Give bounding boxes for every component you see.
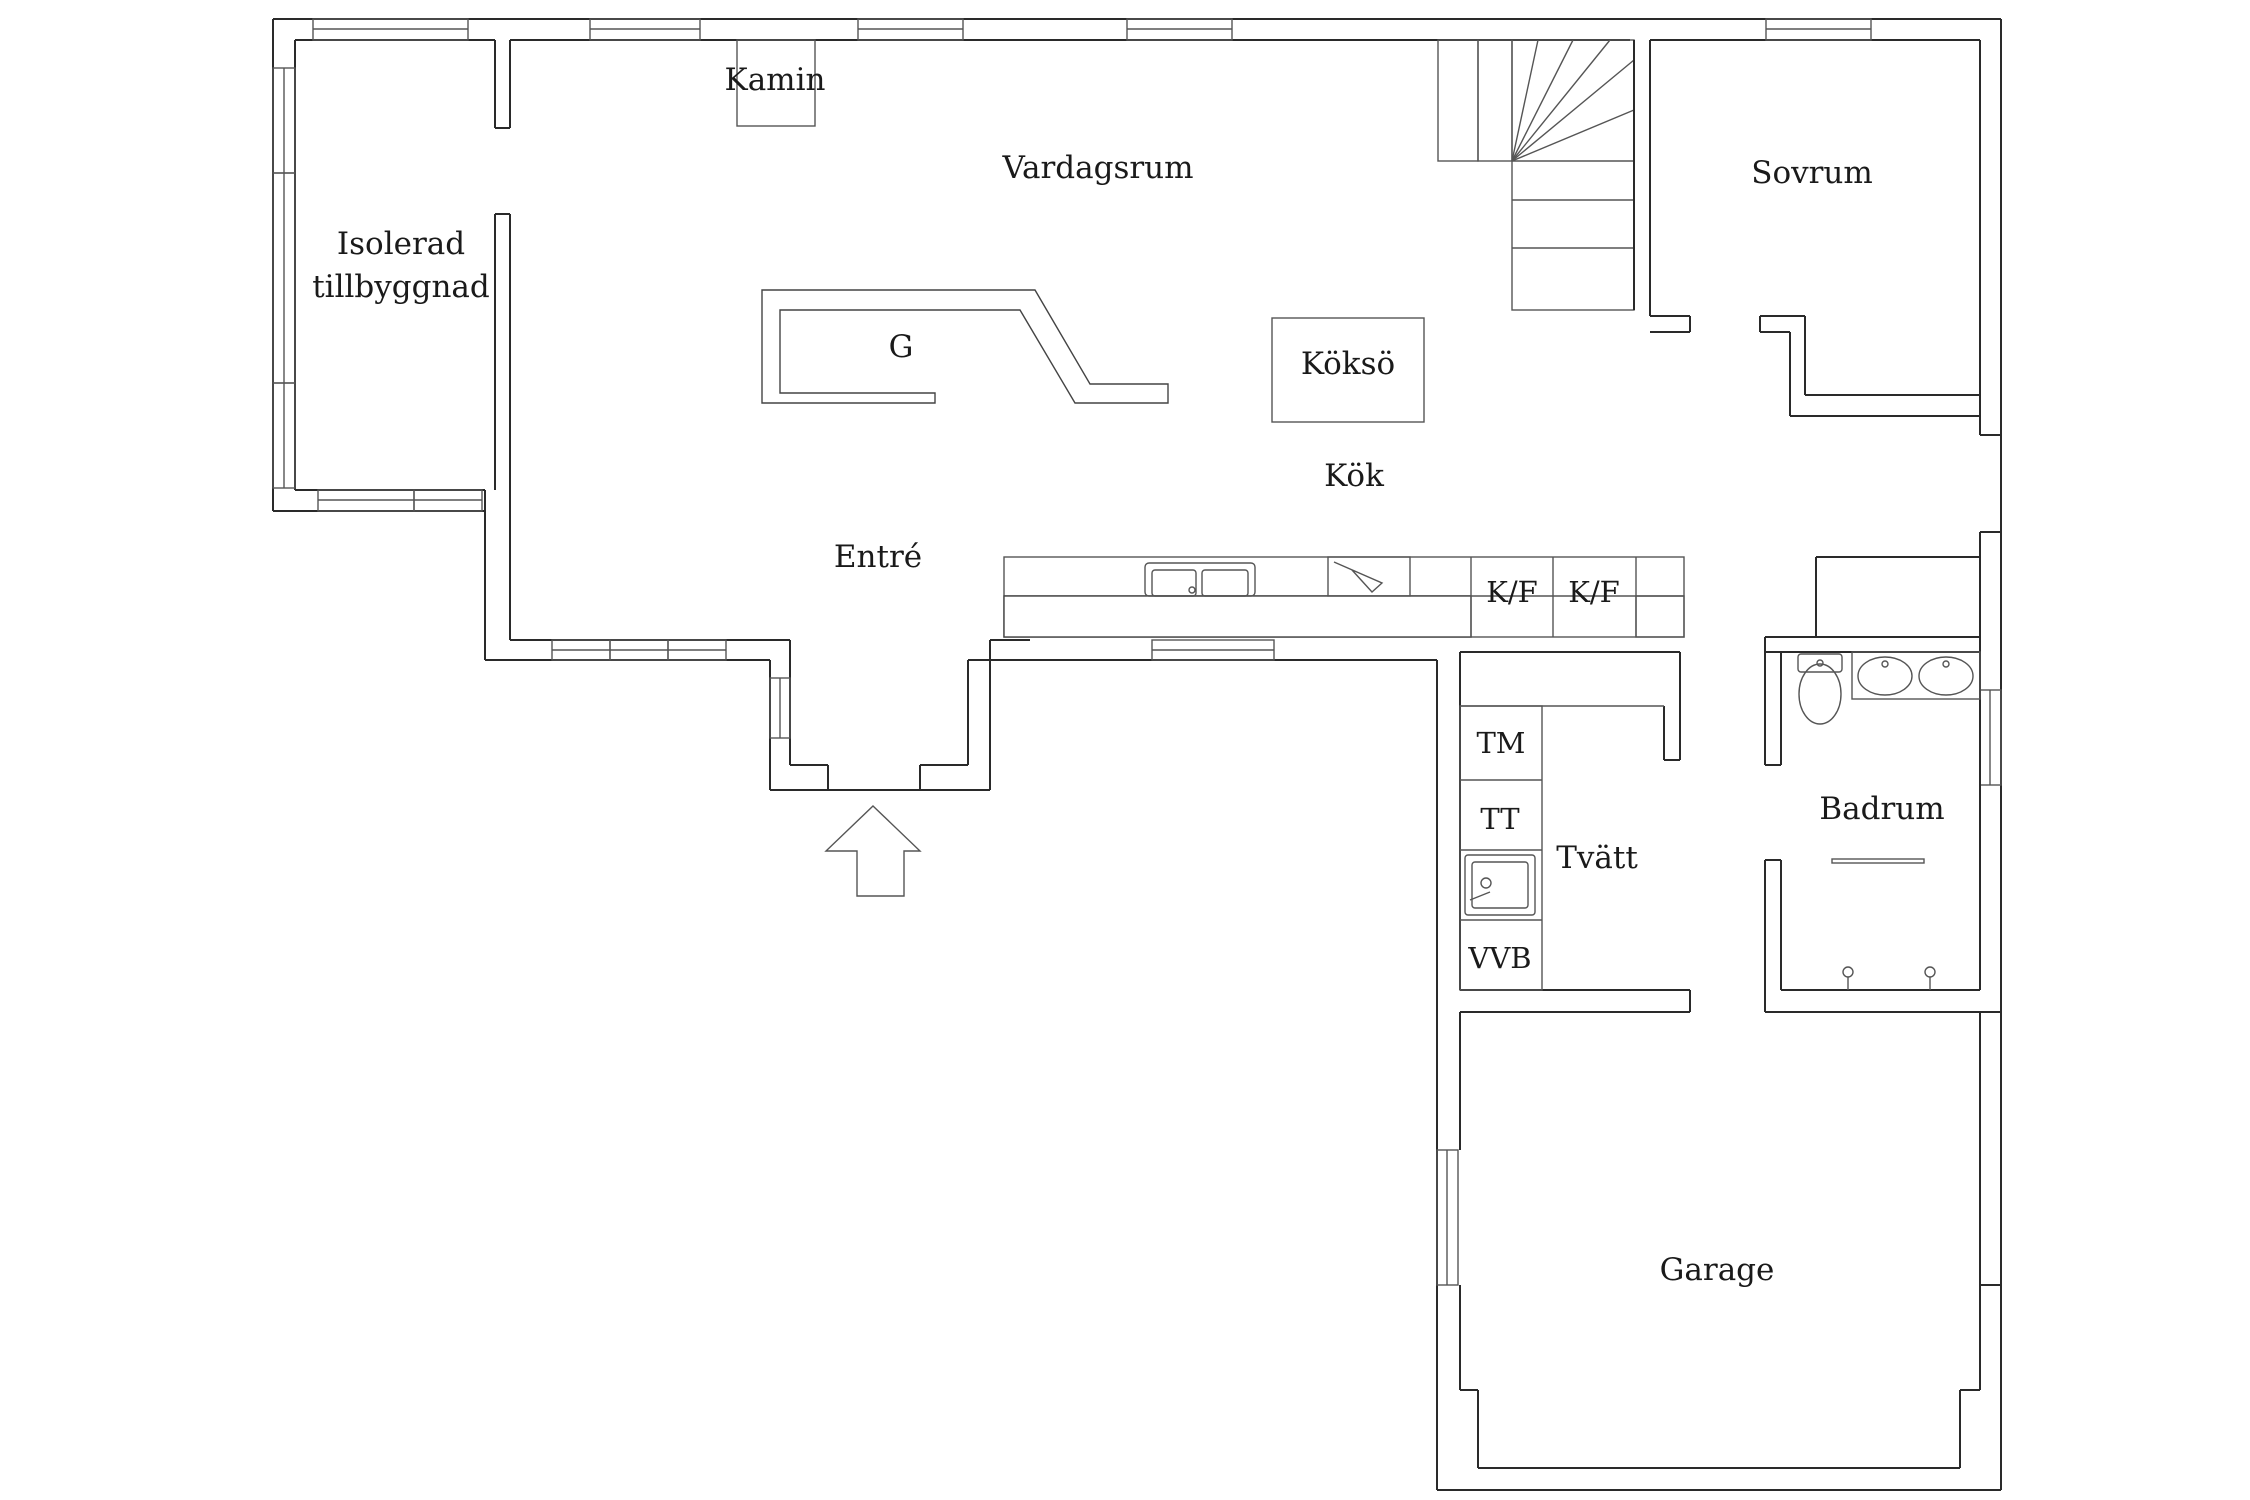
label-kf-1: K/F: [1486, 575, 1538, 609]
laundry-sink-icon: [1464, 854, 1536, 916]
staircase-icon: [1437, 39, 1635, 311]
label-kok: Kök: [1324, 458, 1384, 494]
label-garage: Garage: [1660, 1252, 1775, 1288]
bathroom-walls: [1764, 416, 2001, 1013]
fireplace: [736, 39, 816, 127]
label-tvatt: Tvätt: [1556, 840, 1638, 876]
label-kf-2: K/F: [1568, 575, 1620, 609]
label-sovrum: Sovrum: [1751, 155, 1873, 191]
kitchen-counter: [1003, 556, 1685, 638]
label-vardagsrum: Vardagsrum: [1001, 150, 1193, 186]
sink-icon: [1144, 562, 1256, 597]
label-tillbyggnad: tillbyggnad: [312, 269, 490, 305]
label-isolerad: Isolerad: [337, 226, 465, 262]
entrance-arrow-icon: [824, 805, 922, 897]
label-vvb: VVB: [1467, 941, 1531, 975]
label-tt: TT: [1480, 802, 1520, 836]
kitchen-island: [1271, 317, 1425, 423]
shower-icon: [1831, 858, 1936, 990]
garage-walls: [1459, 1012, 2001, 1469]
windows: [272, 18, 2002, 1286]
label-tm: TM: [1476, 726, 1525, 760]
stove-icon: [1327, 556, 1411, 597]
laundry-walls: [1459, 651, 1691, 1013]
washbasin-icon: [1851, 651, 1981, 700]
label-kamin: Kamin: [725, 62, 826, 98]
label-badrum: Badrum: [1819, 791, 1944, 827]
exterior-walls: [272, 18, 2002, 1491]
label-g: G: [889, 329, 914, 365]
label-entre: Entré: [834, 539, 922, 575]
room-labels: Kamin Vardagsrum Sovrum Isolerad tillbyg…: [312, 62, 1944, 1288]
label-koksö: Köksö: [1301, 346, 1395, 382]
counter-g: [761, 289, 1169, 404]
bedroom-walls: [1649, 40, 2001, 436]
toilet-icon: [1797, 653, 1843, 725]
